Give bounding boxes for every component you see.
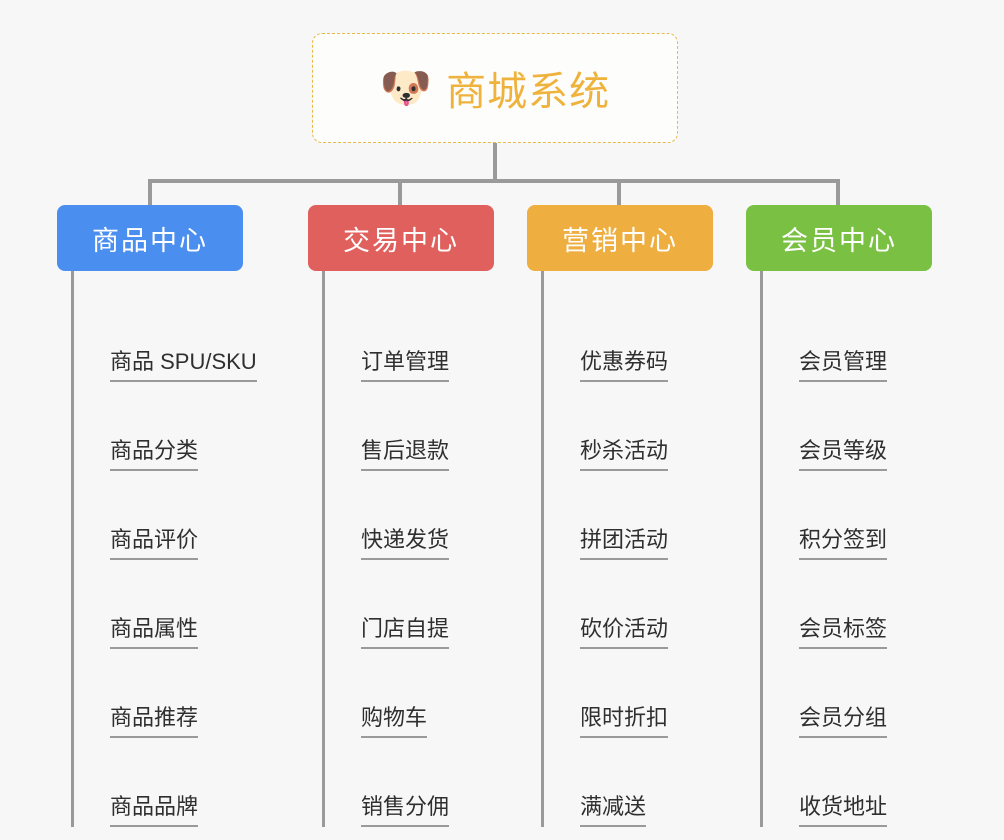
list-item[interactable]: 快递发货	[325, 471, 494, 560]
list-item[interactable]: 拼团活动	[544, 471, 713, 560]
root-title: 商城系统	[446, 70, 611, 114]
column-header-product-center[interactable]: 商品中心	[57, 205, 243, 271]
leaf-label: 门店自提	[361, 616, 450, 649]
leaf-label: 砍价活动	[580, 616, 669, 649]
leaf-label: 商品品牌	[110, 794, 199, 827]
leaf-label: 购物车	[361, 705, 428, 738]
column-marketing-center: 营销中心 优惠券码 秒杀活动 拼团活动 砍价活动 限时折扣 满减送	[527, 205, 713, 827]
leaf-label: 商品评价	[110, 527, 199, 560]
column-header-marketing-center[interactable]: 营销中心	[527, 205, 713, 271]
connector-drop-4	[836, 181, 840, 205]
leaf-list-member-center: 会员管理 会员等级 积分签到 会员标签 会员分组 收货地址	[760, 271, 932, 827]
leaf-label: 优惠券码	[580, 349, 669, 382]
list-item[interactable]: 商品属性	[74, 560, 243, 649]
leaf-label: 限时折扣	[580, 705, 669, 738]
leaf-list-marketing-center: 优惠券码 秒杀活动 拼团活动 砍价活动 限时折扣 满减送	[541, 271, 713, 827]
leaf-label: 收货地址	[799, 794, 888, 827]
leaf-label: 会员标签	[799, 616, 888, 649]
list-item[interactable]: 积分签到	[763, 471, 932, 560]
list-item[interactable]: 商品评价	[74, 471, 243, 560]
connector-root-stem	[493, 143, 497, 181]
list-item[interactable]: 限时折扣	[544, 649, 713, 738]
list-item[interactable]: 售后退款	[325, 382, 494, 471]
list-item[interactable]: 会员标签	[763, 560, 932, 649]
column-title: 交易中心	[343, 225, 459, 256]
leaf-list-product-center: 商品 SPU/SKU 商品分类 商品评价 商品属性 商品推荐 商品品牌	[71, 271, 257, 827]
leaf-label: 会员等级	[799, 438, 888, 471]
column-product-center: 商品中心 商品 SPU/SKU 商品分类 商品评价 商品属性 商品推荐 商品品牌	[57, 205, 257, 827]
list-item[interactable]: 门店自提	[325, 560, 494, 649]
leaf-label: 秒杀活动	[580, 438, 669, 471]
leaf-label: 商品分类	[110, 438, 199, 471]
list-item[interactable]: 优惠券码	[544, 293, 713, 382]
leaf-label: 售后退款	[361, 438, 450, 471]
column-title: 营销中心	[562, 225, 678, 256]
connector-drop-2	[398, 181, 402, 205]
leaf-label: 积分签到	[799, 527, 888, 560]
list-item[interactable]: 商品分类	[74, 382, 243, 471]
column-header-trade-center[interactable]: 交易中心	[308, 205, 494, 271]
list-item[interactable]: 秒杀活动	[544, 382, 713, 471]
leaf-label: 商品属性	[110, 616, 199, 649]
leaf-label: 会员分组	[799, 705, 888, 738]
root-node-shop-system[interactable]: 🐶 商城系统	[312, 33, 678, 143]
connector-drop-3	[617, 181, 621, 205]
column-member-center: 会员中心 会员管理 会员等级 积分签到 会员标签 会员分组 收货地址	[746, 205, 932, 827]
leaf-label: 会员管理	[799, 349, 888, 382]
leaf-label: 销售分佣	[361, 794, 450, 827]
leaf-label: 满减送	[580, 794, 647, 827]
list-item[interactable]: 会员分组	[763, 649, 932, 738]
list-item[interactable]: 商品推荐	[74, 649, 243, 738]
column-title: 商品中心	[92, 225, 208, 256]
list-item[interactable]: 满减送	[544, 738, 713, 827]
leaf-list-trade-center: 订单管理 售后退款 快递发货 门店自提 购物车 销售分佣	[322, 271, 494, 827]
column-header-member-center[interactable]: 会员中心	[746, 205, 932, 271]
list-item[interactable]: 收货地址	[763, 738, 932, 827]
list-item[interactable]: 购物车	[325, 649, 494, 738]
connector-horizontal-bus	[148, 179, 840, 183]
list-item[interactable]: 商品 SPU/SKU	[74, 293, 257, 382]
list-item[interactable]: 砍价活动	[544, 560, 713, 649]
shiba-dog-icon: 🐶	[379, 64, 433, 111]
leaf-label: 订单管理	[361, 349, 450, 382]
leaf-label: 商品 SPU/SKU	[110, 349, 257, 382]
column-title: 会员中心	[781, 225, 897, 256]
list-item[interactable]: 销售分佣	[325, 738, 494, 827]
list-item[interactable]: 订单管理	[325, 293, 494, 382]
list-item[interactable]: 会员管理	[763, 293, 932, 382]
leaf-label: 拼团活动	[580, 527, 669, 560]
leaf-label: 快递发货	[361, 527, 450, 560]
column-trade-center: 交易中心 订单管理 售后退款 快递发货 门店自提 购物车 销售分佣	[308, 205, 494, 827]
connector-drop-1	[148, 181, 152, 205]
list-item[interactable]: 会员等级	[763, 382, 932, 471]
list-item[interactable]: 商品品牌	[74, 738, 243, 827]
leaf-label: 商品推荐	[110, 705, 199, 738]
